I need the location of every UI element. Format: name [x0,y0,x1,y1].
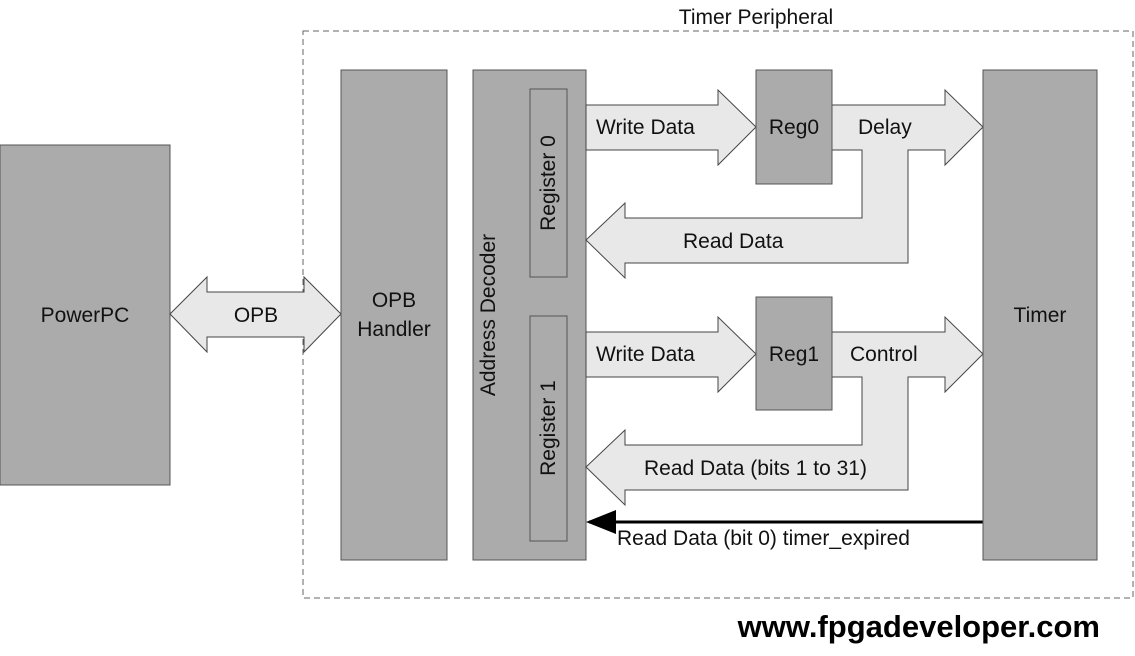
timer-label: Timer [1014,304,1067,327]
control-read-data-1-arrow [585,315,984,507]
write-data-0-label: Write Data [596,116,695,139]
register1-block [529,315,568,542]
reg0-block [755,69,833,185]
read-data-0-label: Read Data [683,230,784,253]
timer-block [982,69,1098,561]
timer-expired-label: Read Data (bit 0) timer_expired [617,527,910,550]
register1-label: Register 1 [537,380,560,476]
write-data-1-label: Write Data [596,343,695,366]
opb-label: OPB [234,304,278,327]
powerpc-block [0,144,171,486]
reg0-label: Reg0 [769,116,819,139]
address-decoder-label: Address Decoder [477,234,500,396]
powerpc-label: PowerPC [41,304,130,327]
write-data-0-arrow [585,88,757,167]
watermark: www.fpgadeveloper.com [737,609,1100,644]
register0-label: Register 0 [537,135,560,231]
reg1-block [755,296,833,411]
register0-block [529,88,568,278]
read-data-1-label: Read Data (bits 1 to 31) [644,457,867,480]
delay-label: Delay [858,116,912,139]
opb-handler-label-line1: OPB [372,289,416,312]
peripheral-title: Timer Peripheral [679,6,833,29]
control-label: Control [850,343,918,366]
write-data-1-arrow [585,315,757,394]
opb-handler-label-line2: Handler [357,318,431,341]
opb-handler-block [340,69,448,561]
delay-read-data-0-arrow [585,88,984,280]
reg1-label: Reg1 [769,343,819,366]
